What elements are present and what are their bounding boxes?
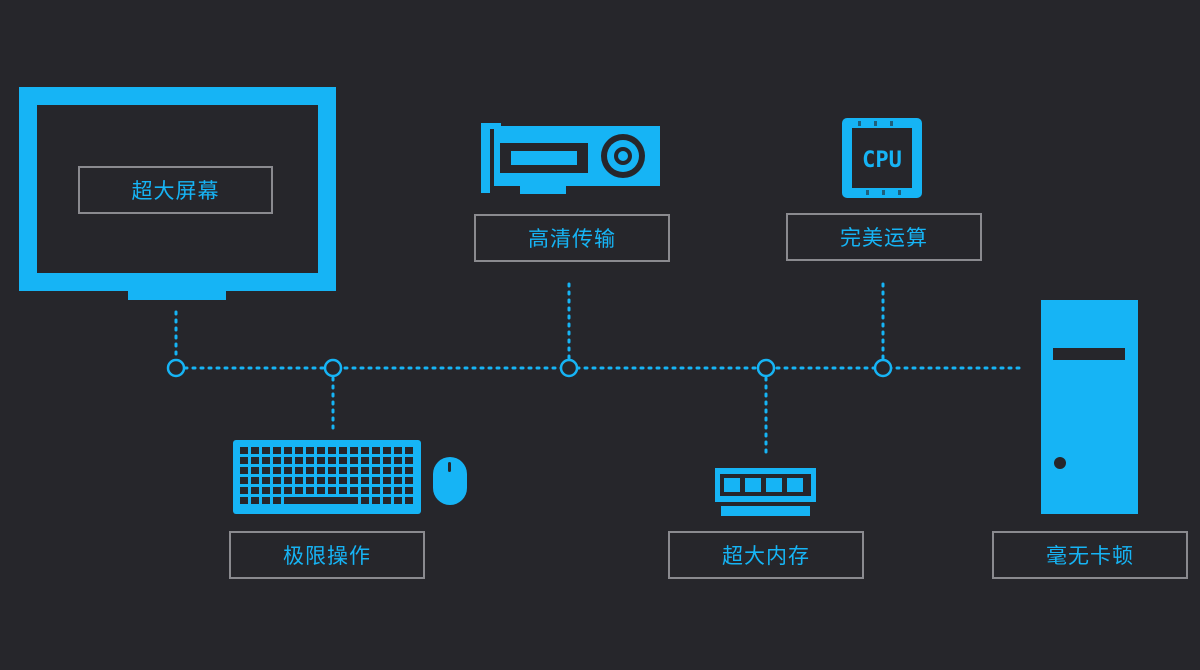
junction-node: [756, 358, 776, 378]
label-memory: 超大内存: [668, 531, 864, 579]
label-keyboard-mouse: 极限操作: [229, 531, 425, 579]
label-graphics-card: 高清传输: [474, 214, 670, 262]
label-monitor: 超大屏幕: [78, 166, 273, 214]
label-pc-tower: 毫无卡顿: [992, 531, 1188, 579]
junction-node: [166, 358, 186, 378]
pc-tower-icon: [1041, 300, 1138, 514]
junction-node: [873, 358, 893, 378]
junction-node: [559, 358, 579, 378]
memory-icon: [715, 468, 816, 516]
keyboard-mouse-icon: [233, 440, 467, 514]
cpu-icon: CPU: [842, 118, 922, 198]
cpu-icon-text: CPU: [862, 148, 902, 173]
graphics-card-icon: [481, 123, 660, 194]
monitor-icon: [19, 87, 336, 300]
junction-node: [323, 358, 343, 378]
label-cpu: 完美运算: [786, 213, 982, 261]
